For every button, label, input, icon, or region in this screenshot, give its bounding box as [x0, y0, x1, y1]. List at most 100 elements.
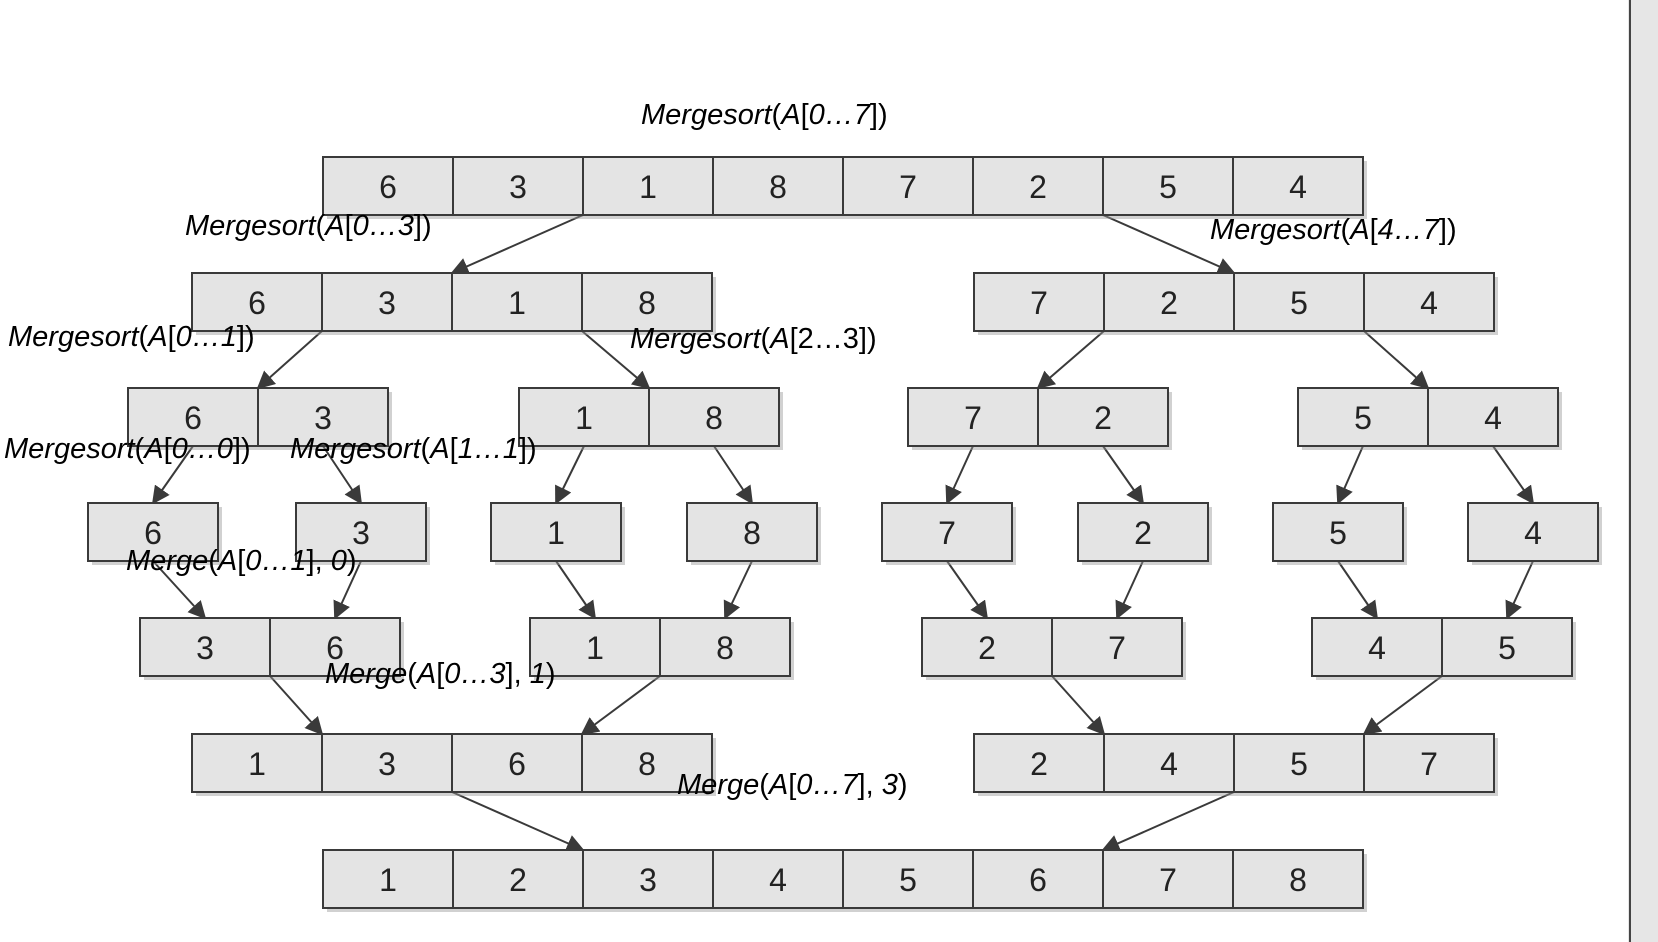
cell-box: [1233, 733, 1365, 793]
label-part: A: [146, 321, 167, 353]
label-part: (: [1341, 214, 1351, 246]
label-part: ],: [307, 545, 331, 577]
mergesort-a-0-0-label: Mergesort(A[0…0]): [4, 433, 251, 465]
cell-box: [321, 272, 453, 332]
array-cell: 8: [581, 733, 713, 793]
array-cell: 2: [1037, 387, 1169, 447]
cell-box: [1311, 617, 1443, 677]
array-cell: 7: [1102, 849, 1234, 909]
cell-value: 8: [638, 746, 656, 782]
label-part: ]): [859, 323, 877, 355]
label-part: ],: [506, 658, 530, 690]
label-part: 0…3: [444, 658, 505, 690]
mergesort-a-1-1-label: Mergesort(A[1…1]): [290, 433, 537, 465]
array-cell: 7: [1363, 733, 1495, 793]
cell-value: 8: [638, 285, 656, 321]
cell-box: [452, 849, 584, 909]
array-cell: 6: [191, 272, 323, 332]
label-part: 0…7: [809, 99, 872, 131]
arrow: [1102, 214, 1236, 275]
label-part: ): [546, 658, 556, 690]
cell-value: 7: [1159, 862, 1177, 898]
array-cell: 8: [659, 617, 791, 677]
cell-value: 1: [639, 169, 657, 205]
cell-box: [295, 502, 427, 562]
cell-value: 1: [379, 862, 397, 898]
label-part: [: [168, 321, 176, 353]
cell-box: [490, 502, 622, 562]
cell-value: 3: [196, 630, 214, 666]
cell-box: [321, 733, 453, 793]
cell-box: [842, 156, 974, 216]
array-cell: 5: [1297, 387, 1429, 447]
cell-value: 3: [639, 862, 657, 898]
cell-box: [1232, 849, 1364, 909]
cell-value: 3: [378, 285, 396, 321]
label-part: 1…1: [458, 433, 519, 465]
label-part: (: [316, 210, 326, 242]
cell-value: 8: [705, 400, 723, 436]
cell-box: [1233, 272, 1365, 332]
cell-box: [191, 272, 323, 332]
cell-value: 1: [575, 400, 593, 436]
arrow: [333, 560, 362, 620]
mergesort-a-2-3-label: Mergesort(A[2…3]): [630, 323, 877, 355]
cell-value: 6: [1029, 862, 1047, 898]
label-part: (: [407, 658, 417, 690]
label-part: [: [801, 99, 809, 131]
cell-value: 2: [1029, 169, 1047, 205]
cell-box: [1441, 617, 1573, 677]
arrow: [1115, 560, 1144, 620]
array-cell: 4: [712, 849, 844, 909]
arrow: [322, 445, 362, 505]
cell-value: 8: [769, 169, 787, 205]
cell-box: [842, 849, 974, 909]
array-cell: 3: [321, 272, 453, 332]
cell-box: [648, 387, 780, 447]
cell-box: [322, 156, 454, 216]
array-cell: 2: [1103, 272, 1235, 332]
cell-value: 6: [508, 746, 526, 782]
cell-value: 1: [547, 515, 565, 551]
merge-a-0-3-1-label: Merge(A[0…3], 1): [325, 658, 556, 690]
label-part: (: [208, 545, 218, 577]
label-part: (: [139, 321, 149, 353]
array-cell: 4: [1311, 617, 1443, 677]
cell-box: [452, 156, 584, 216]
label-part: 0: [331, 545, 347, 577]
cell-box: [1427, 387, 1559, 447]
label-part: (: [421, 433, 431, 465]
label-part: ]): [414, 210, 432, 242]
cell-value: 3: [352, 515, 370, 551]
arrow: [1505, 560, 1534, 620]
mergesort-a-0-1-label: Mergesort(A[0…1]): [8, 321, 255, 353]
cell-value: 4: [1420, 285, 1438, 321]
array-cell: 4: [1467, 502, 1599, 562]
arrow: [1102, 445, 1145, 505]
array-cell: 1: [490, 502, 622, 562]
level-3-array-3: 8: [686, 502, 821, 565]
level-3-array-0: 6: [87, 502, 222, 565]
cell-value: 5: [1159, 169, 1177, 205]
array-cell: 1: [451, 272, 583, 332]
arrow: [723, 560, 753, 620]
arrow: [580, 675, 661, 736]
mergesort-a-4-7-label: Mergesort(A[4…7]): [1210, 214, 1457, 246]
label-part: A: [767, 769, 788, 801]
label-part: 0…3: [353, 210, 414, 242]
array-cell: 1: [322, 849, 454, 909]
label-part: Mergesort: [1210, 214, 1342, 246]
label-layer: Mergesort(A[0…7])Mergesort(A[0…3])Merges…: [4, 99, 1457, 801]
cell-value: 4: [1484, 400, 1502, 436]
cell-value: 1: [508, 285, 526, 321]
label-part: [: [450, 433, 458, 465]
array-cell: 7: [881, 502, 1013, 562]
array-cell: 1: [518, 387, 650, 447]
cell-value: 4: [1368, 630, 1386, 666]
label-part: [: [1370, 214, 1378, 246]
